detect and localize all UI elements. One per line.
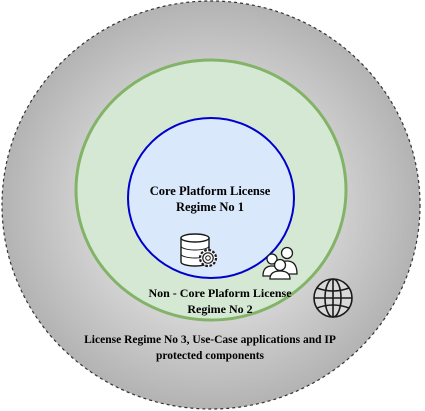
non-core-platform-label-line1: Non - Core Plaform License [148,286,292,300]
use-case-ip-label-line1: License Regime No 3, Use-Case applicatio… [84,334,336,346]
database-gear-icon [180,233,218,268]
core-platform-label: Core Platform License Regime No 1 [130,183,290,215]
globe-icon [313,278,353,318]
non-core-platform-label: Non - Core Plaform License Regime No 2 [130,285,310,317]
core-platform-label-line1: Core Platform License [149,184,271,198]
users-icon [262,246,298,280]
non-core-platform-label-line2: Regime No 2 [187,302,253,316]
inner-regime-circle [127,117,295,279]
use-case-ip-label-line2: protected components [155,350,265,362]
use-case-ip-label: License Regime No 3, Use-Case applicatio… [60,332,360,364]
core-platform-label-line2: Regime No 1 [175,200,245,214]
